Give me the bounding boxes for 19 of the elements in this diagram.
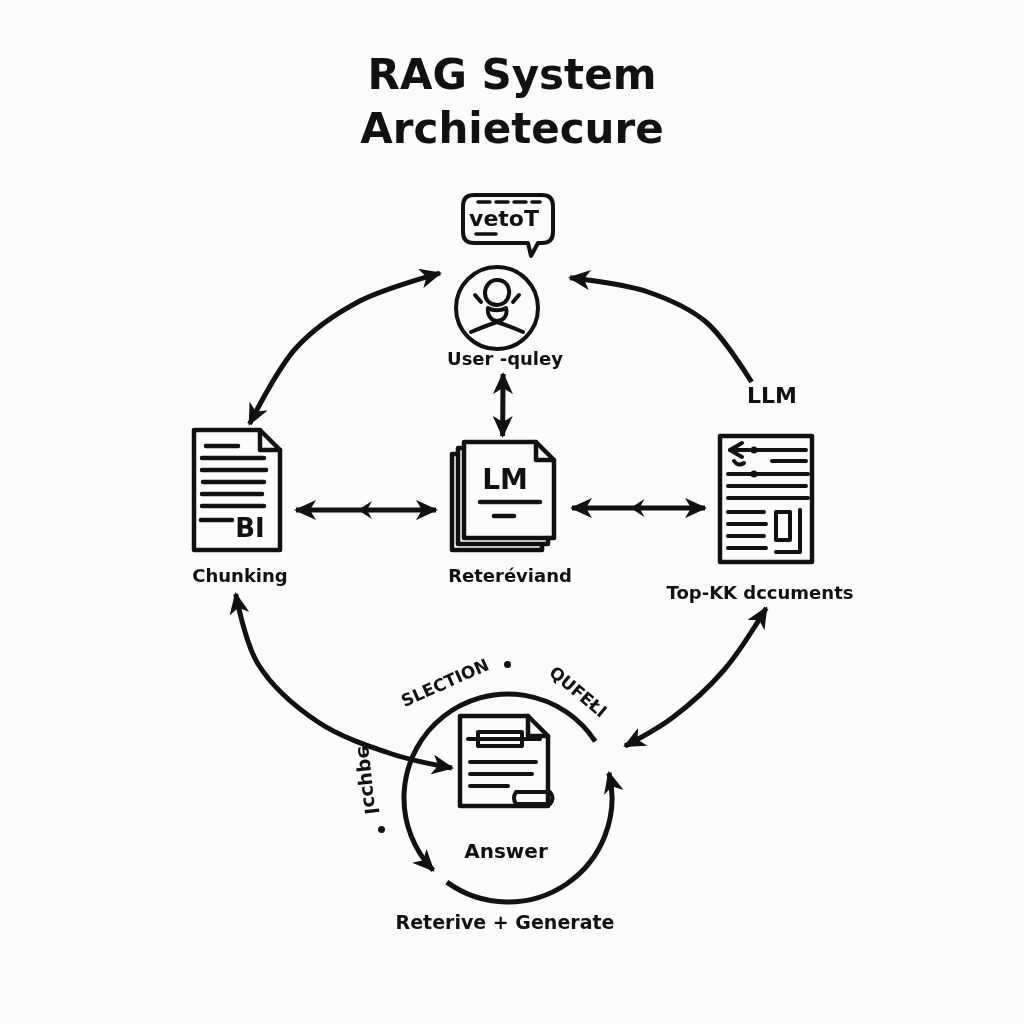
double-arrow bbox=[294, 500, 438, 520]
diagram-title: RAG System Archietecure bbox=[359, 49, 665, 155]
bubble-text: vetoT bbox=[469, 206, 539, 232]
double-arrow bbox=[570, 498, 707, 518]
node-label: Reterive + Generate bbox=[395, 912, 615, 934]
double-arrow bbox=[229, 592, 454, 775]
double-arrow bbox=[623, 606, 769, 749]
document-text: BI bbox=[235, 514, 265, 544]
node-label: Top-KK dccuments bbox=[666, 583, 854, 604]
node-label: Chunking bbox=[192, 566, 288, 587]
document-text: LM bbox=[482, 464, 528, 497]
arc-label: ɘqɥɔɔl bbox=[354, 744, 382, 816]
node-label: Answer bbox=[464, 840, 548, 863]
double-arrow bbox=[492, 372, 513, 438]
node-label: User -quley bbox=[447, 349, 563, 370]
double-arrow bbox=[247, 268, 442, 426]
node-label: LLM bbox=[747, 383, 797, 409]
node-label: Reteréviand bbox=[448, 566, 572, 587]
arrow bbox=[568, 270, 754, 384]
